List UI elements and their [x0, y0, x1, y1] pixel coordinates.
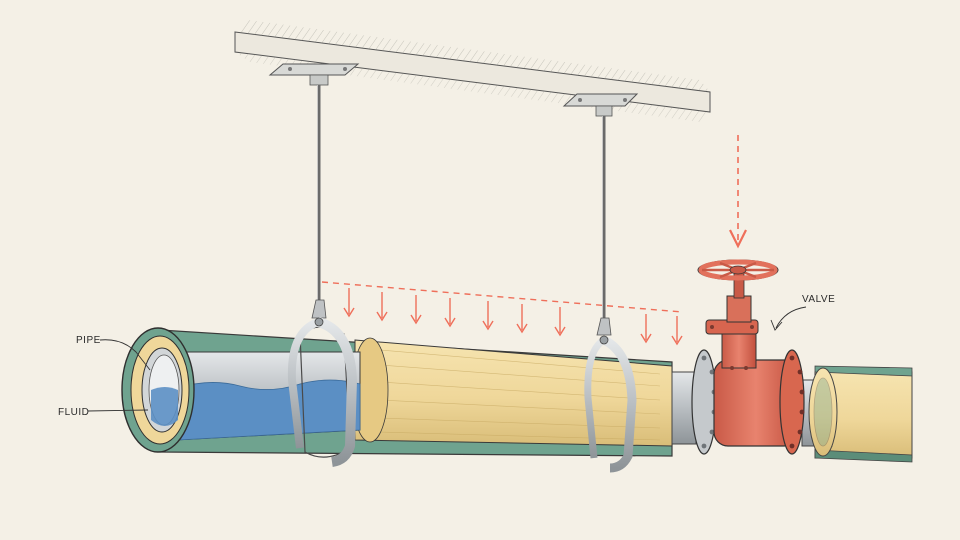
hanger-rod-left [311, 85, 327, 319]
down-arrow-icon [444, 298, 456, 328]
hanger-rod-right [596, 116, 612, 336]
pipe-clamp-right [584, 335, 637, 473]
down-arrow-icon [410, 295, 422, 325]
leader-arrow-icon [87, 409, 149, 412]
callout-fluid: FLUID [58, 407, 149, 418]
ceiling-plate-left [268, 63, 360, 86]
callout-pipe: PIPE [76, 335, 151, 371]
leader-arrow-icon [775, 306, 807, 329]
ceiling-plate-right [562, 93, 639, 117]
pipe-label: PIPE [76, 335, 101, 346]
down-arrow-icon [343, 288, 355, 318]
valve-label: VALVE [802, 294, 835, 305]
distributed-load [321, 281, 683, 346]
down-arrow-icon [376, 292, 388, 322]
main-pipe [121, 327, 673, 457]
pipe-to-valve-connector [671, 349, 717, 455]
leader-arrow-icon [99, 339, 151, 371]
down-arrow-icon [482, 301, 494, 331]
gate-valve [705, 271, 805, 455]
callout-valve: VALVE [770, 294, 835, 331]
point-load-arrow [729, 135, 747, 249]
down-arrow-icon [640, 314, 652, 344]
pipe-segment-right [801, 365, 913, 463]
fluid-label: FLUID [58, 407, 89, 418]
pipe-clamp-left [287, 317, 358, 467]
down-arrow-icon [516, 304, 528, 334]
down-arrow-icon [671, 316, 683, 346]
handwheel-icon [697, 259, 779, 281]
down-arrow-icon [554, 307, 566, 337]
pipe-open-end [121, 327, 195, 453]
